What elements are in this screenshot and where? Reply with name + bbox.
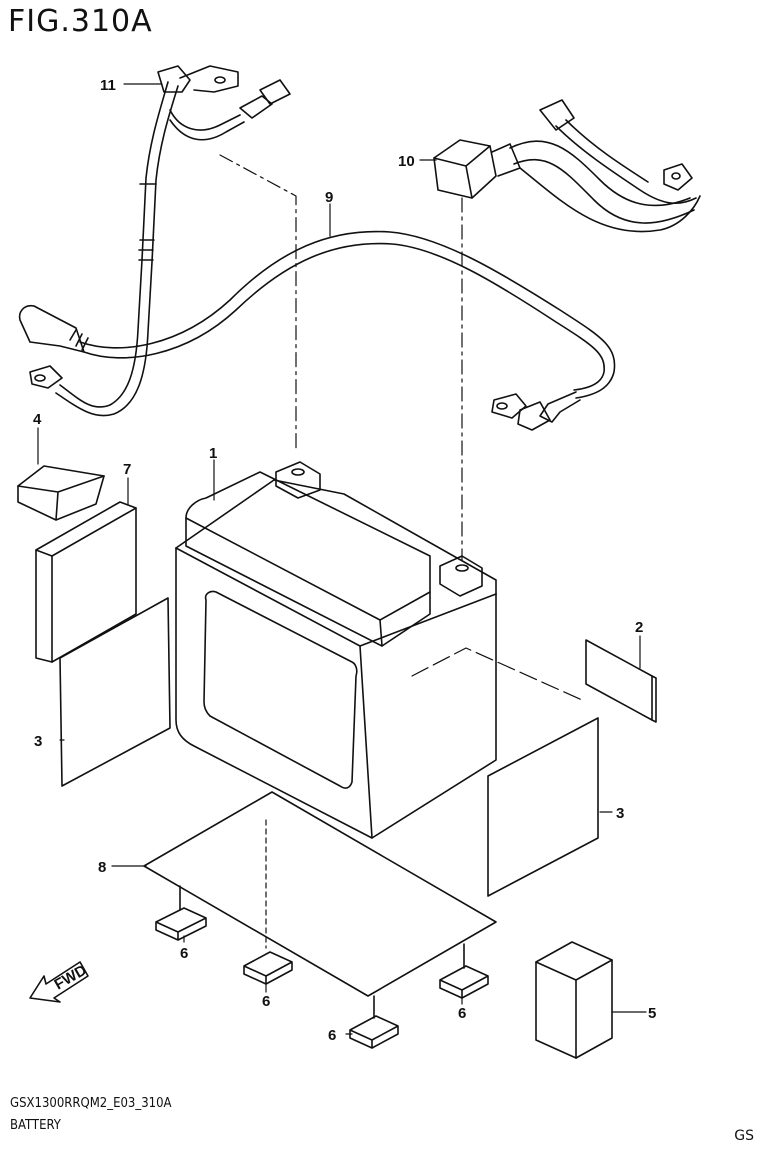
callout-10: 10 — [398, 153, 415, 170]
callout-7: 7 — [123, 461, 131, 478]
part-1-battery — [175, 461, 497, 839]
leader-11 — [219, 154, 297, 451]
part-6-cushion-feet — [155, 885, 489, 1049]
callout-6-d: 6 — [328, 1027, 336, 1044]
part-4-cap — [17, 465, 105, 521]
leader-2 — [411, 647, 583, 701]
callout-6-a: 6 — [180, 945, 188, 962]
part-9-positive-cable — [18, 230, 616, 431]
fwd-label: FWD — [52, 962, 90, 994]
fwd-arrow-icon: FWD — [29, 961, 90, 1003]
callout-3-right: 3 — [616, 805, 624, 822]
part-10-terminal-cover — [433, 99, 701, 233]
model-code: GSX1300RRQM2_E03_310A — [10, 1096, 172, 1111]
callout-2: 2 — [635, 619, 643, 636]
callout-8: 8 — [98, 859, 106, 876]
callout-6-c: 6 — [458, 1005, 466, 1022]
part-2-label — [585, 639, 657, 723]
part-3-cushion-right — [487, 717, 599, 897]
part-11-negative-cable — [29, 65, 291, 417]
callout-4: 4 — [33, 411, 42, 428]
part-8-tray-plate — [143, 791, 497, 997]
callout-6-b: 6 — [262, 993, 270, 1010]
callout-leaders — [37, 83, 647, 1035]
callout-11: 11 — [100, 77, 116, 94]
callout-labels: 11 1 4 7 3 3 2 8 9 10 5 6 6 6 6 — [33, 77, 656, 1044]
figure-title: FIG.310A — [8, 4, 153, 39]
callout-1: 1 — [209, 445, 217, 462]
callout-5: 5 — [648, 1005, 656, 1022]
figure-description: BATTERY — [10, 1118, 61, 1133]
region-code: GS — [734, 1128, 754, 1144]
part-7-spacer — [35, 501, 137, 663]
callout-3-left: 3 — [34, 733, 42, 750]
part-5-cushion-block — [535, 941, 613, 1059]
callout-9: 9 — [325, 189, 333, 206]
part-3-cushion-left — [59, 597, 171, 787]
